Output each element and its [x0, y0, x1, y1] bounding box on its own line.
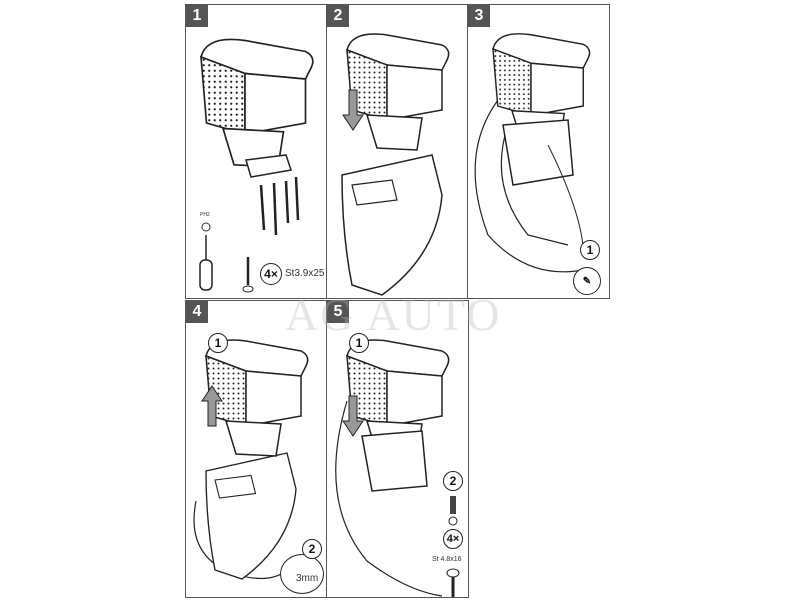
- down-arrow-icon: [342, 395, 364, 437]
- allen-key-size-label: 3mm: [296, 573, 319, 584]
- screws-illustration: [259, 176, 300, 236]
- allen-key-icon: [280, 554, 324, 594]
- step-panel-4: 4 1 2 3mm: [185, 300, 328, 598]
- step-reference-badge: 2: [302, 539, 322, 559]
- armrest-final-fixing-illustration: [335, 339, 460, 597]
- step-number-badge: 2: [327, 5, 349, 27]
- step-number-badge: 3: [468, 5, 490, 27]
- step-reference-badge: 1: [208, 333, 228, 353]
- step-panel-1: 1 PH2 4× St3.9x25: [185, 4, 328, 299]
- mounting-bracket: [245, 154, 292, 178]
- quantity-badge: 4×: [260, 263, 282, 285]
- step-panel-2: 2: [326, 4, 469, 299]
- armrest-removal-illustration: [193, 339, 309, 580]
- screw-spec-label: St 4.8x16: [432, 556, 462, 563]
- armrest-insertion-illustration: [341, 33, 450, 296]
- step-reference-badge: 2: [443, 471, 463, 491]
- step-number-badge: 5: [327, 301, 349, 323]
- step-panel-3: 3 1 ✎: [467, 4, 610, 299]
- release-tool-icon: ✎: [573, 267, 601, 295]
- quantity-badge: 4×: [443, 529, 463, 549]
- screwdriver-label: PH2: [200, 212, 210, 218]
- screw-icon: [446, 568, 460, 597]
- screw-icon: [242, 257, 254, 293]
- armrest-fixing-illustration: [474, 33, 591, 273]
- screw-spec-label: St3.9x25: [285, 268, 325, 279]
- armrest-mounting-illustration: [199, 38, 314, 293]
- step-reference-badge: 1: [580, 240, 600, 260]
- screwdriver-icon: [199, 222, 213, 291]
- down-arrow-icon: [342, 89, 364, 131]
- step-reference-badge: 1: [349, 333, 369, 353]
- screwdriver-bit-icon: [448, 496, 458, 526]
- step-panel-5: 5 1 2 4× St 4.8x16: [326, 300, 469, 598]
- step-number-badge: 1: [186, 5, 208, 27]
- up-arrow-icon: [201, 385, 223, 427]
- step-number-badge: 4: [186, 301, 208, 323]
